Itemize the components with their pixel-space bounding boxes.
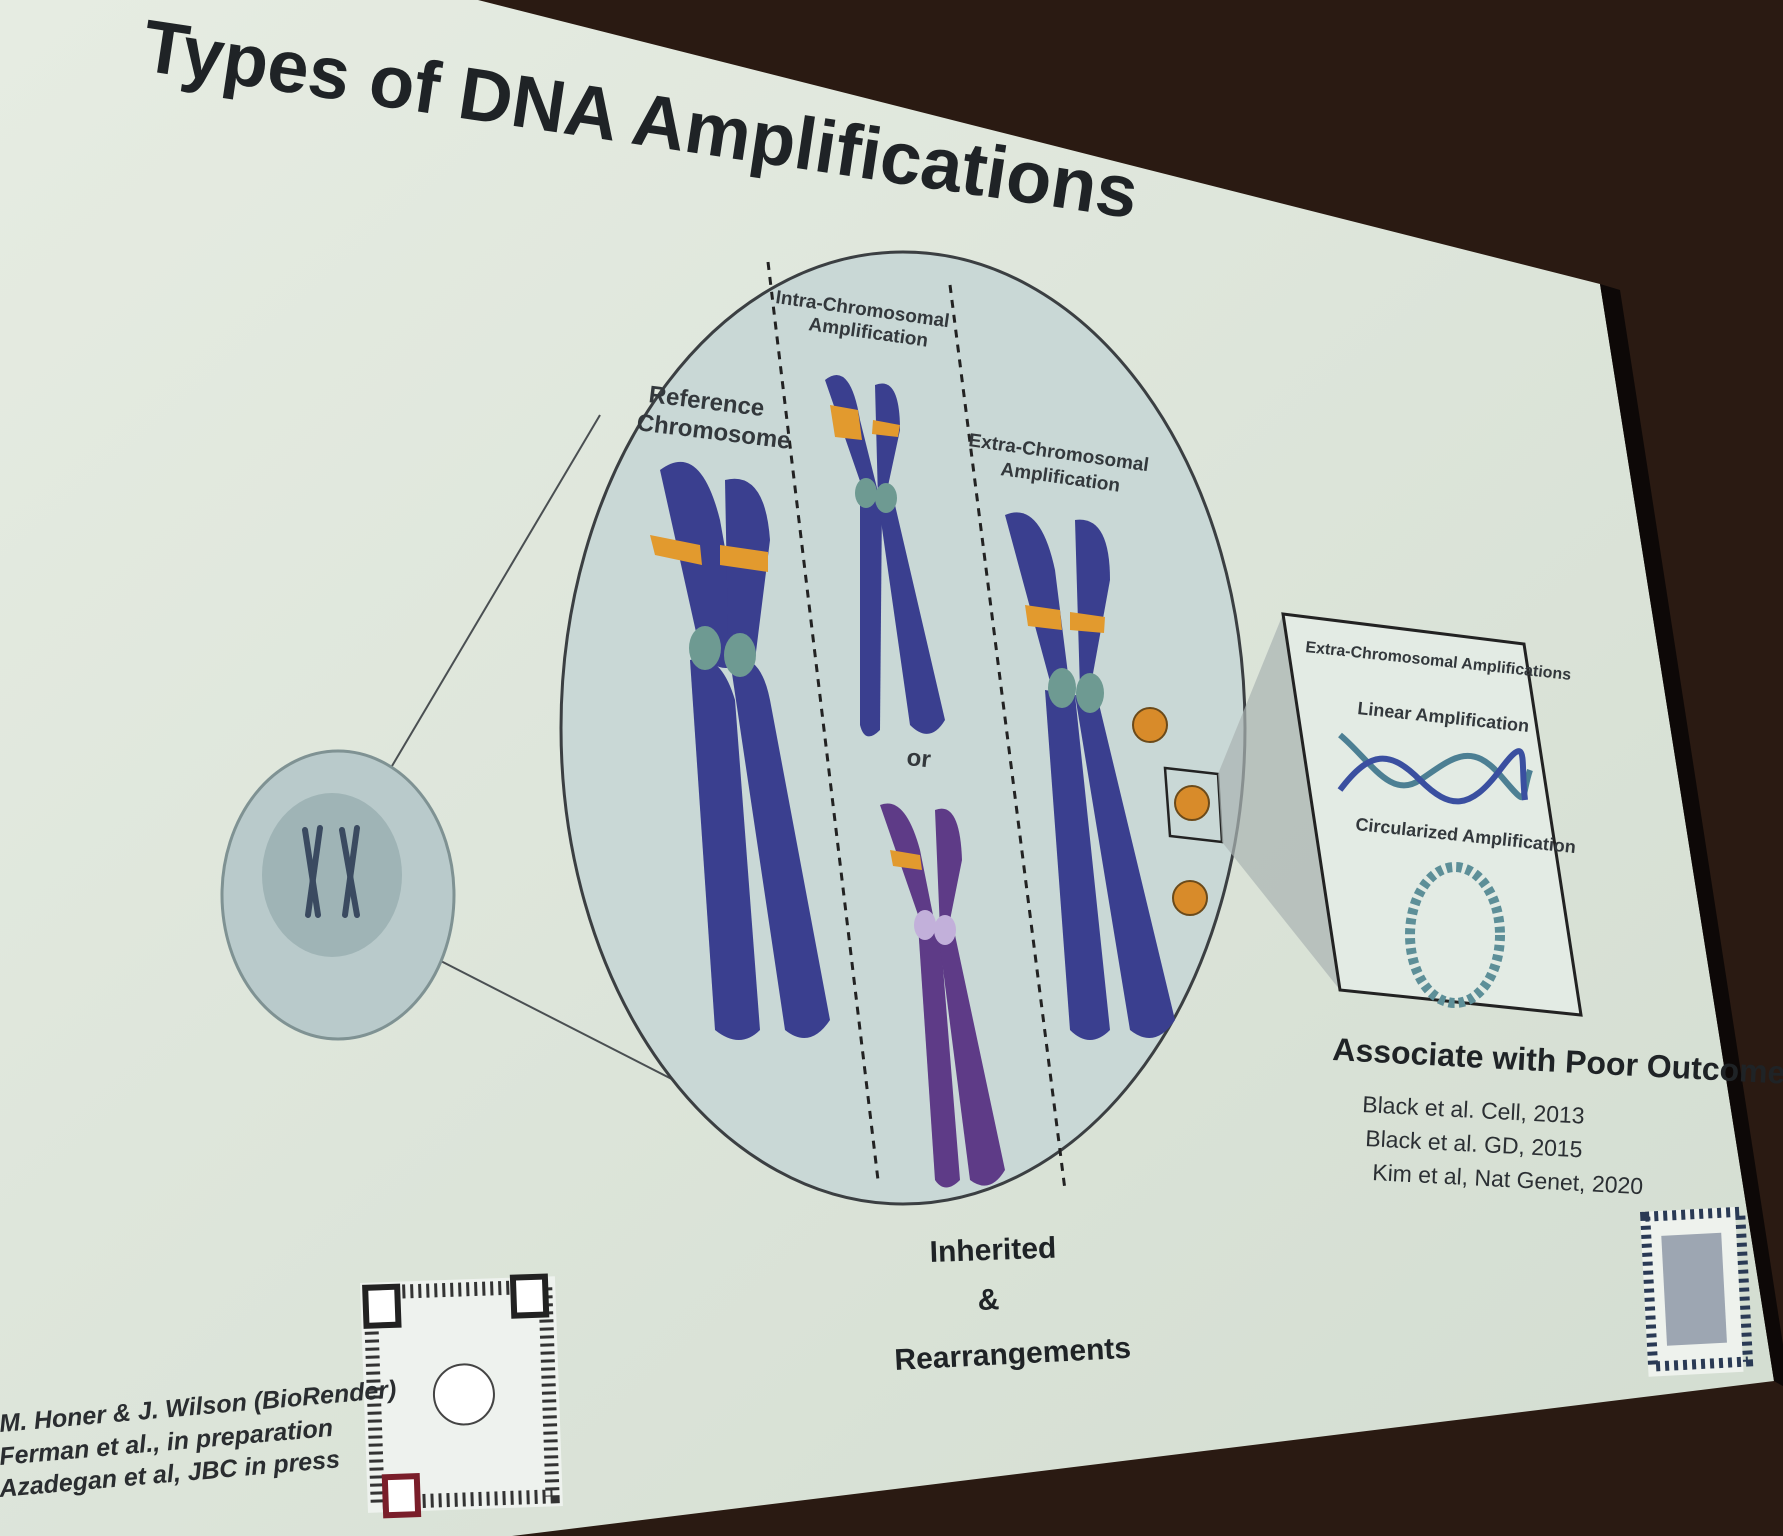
inherited-label: Inherited xyxy=(929,1232,1057,1269)
circular-dna-icon xyxy=(1405,862,1505,1008)
ampersand-label: & xyxy=(977,1283,1000,1317)
ecdna-dot xyxy=(1174,785,1210,821)
ecdna-dot xyxy=(1132,707,1168,743)
qr-code-left xyxy=(360,1273,563,1519)
reference-chromosome xyxy=(650,461,830,1040)
divider xyxy=(948,284,1067,1191)
intra-chromosome-top xyxy=(825,375,945,737)
extra-chromosome xyxy=(1005,512,1175,1040)
intra-chromosome-bottom xyxy=(880,803,1005,1188)
small-chromosomes-icon xyxy=(302,825,360,918)
qr-code-right xyxy=(1640,1206,1754,1377)
zoom-line xyxy=(359,414,601,821)
linear-dna-icon xyxy=(1337,732,1533,805)
or-label: or xyxy=(905,744,932,773)
nucleus xyxy=(262,793,402,957)
screen-border xyxy=(1600,284,1783,1387)
divider xyxy=(766,261,880,1181)
projection-cone xyxy=(1218,614,1340,990)
ecdna-dot xyxy=(1172,880,1208,916)
inset-box xyxy=(1281,612,1583,1017)
